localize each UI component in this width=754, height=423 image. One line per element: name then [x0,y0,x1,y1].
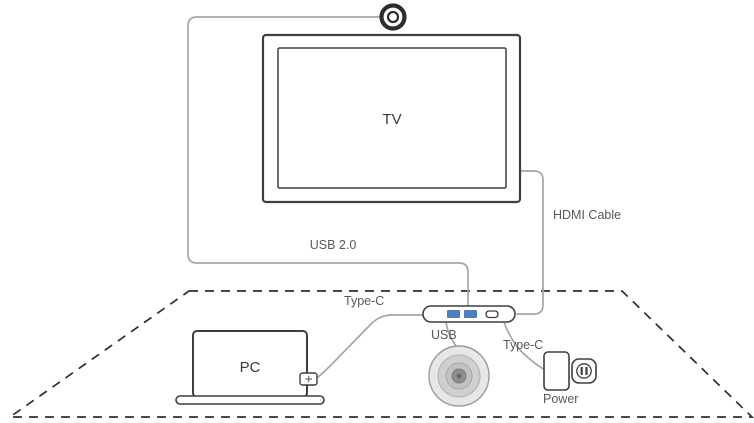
usb-speakerphone-label: USB [431,328,457,342]
power-adapter-body [543,351,570,391]
power-plug-circle [576,363,592,379]
speakerphone-center-dot [456,373,462,379]
webcam-lens [386,10,400,24]
table-surface-outline [7,290,754,418]
hdmi-cable-line [516,170,544,315]
tv-screen [277,47,507,189]
usb-speakerphone-cable-line [445,321,458,348]
usb-2-cable-label: USB 2.0 [310,238,357,252]
typec-port [485,310,499,319]
power-plug-prong-right [585,367,588,375]
pc-label: PC [240,359,261,376]
typec-pc-label: Type-C [344,294,384,308]
usb-port-2 [464,310,477,318]
tv-label: TV [382,111,401,128]
power-plug-prong-left [580,367,583,375]
usb-port-1 [447,310,460,318]
usb-plug-symbol [305,375,312,383]
hdmi-cable-label: HDMI Cable [553,208,621,222]
power-adapter [543,351,597,391]
tv-display: TV [261,33,522,204]
usb-plug-icon [299,372,318,386]
typec-power-label: Type-C [503,338,543,352]
speakerphone [428,345,490,407]
usb-hub [422,305,516,323]
typec-pc-cable-line [316,314,425,379]
power-plug-icon [571,358,597,384]
laptop-base [175,395,325,405]
laptop: PC [175,330,325,405]
power-plug-face [571,358,597,384]
webcam-icon [379,3,407,31]
typec-power-cable-line [503,321,546,371]
power-label: Power [543,392,578,406]
usb-2-cable-line [187,16,469,307]
